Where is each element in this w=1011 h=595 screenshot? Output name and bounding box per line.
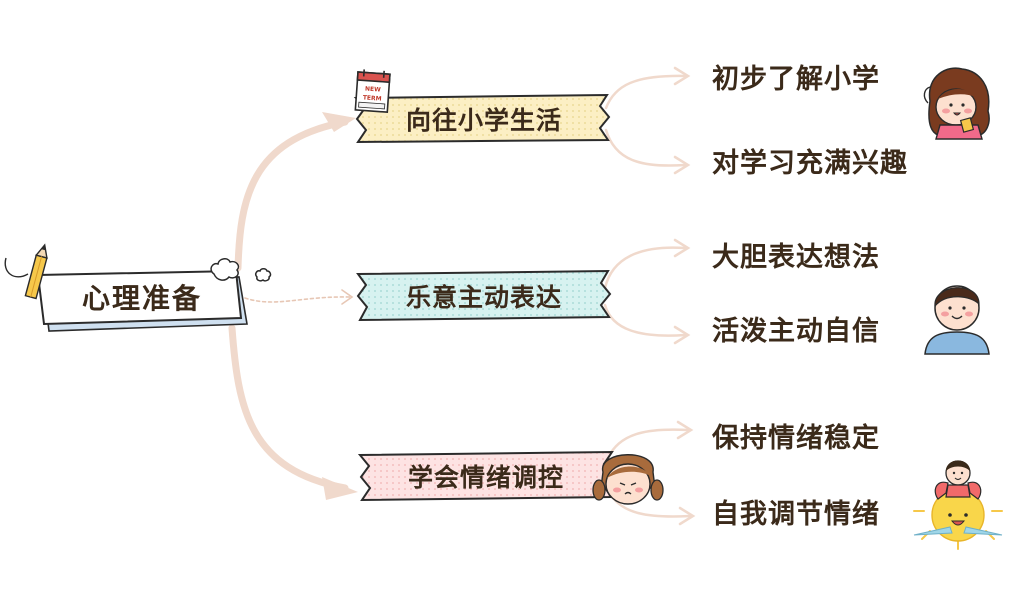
connector-b1-leaf2 — [604, 128, 687, 167]
svg-text:TERM: TERM — [363, 94, 382, 102]
root-label: 心理准备 — [82, 282, 202, 315]
branch-1-tape — [353, 93, 611, 144]
pencil-icon — [24, 243, 48, 300]
leaf-3-2: 自我调节情绪 — [712, 498, 880, 530]
pencil-swirl — [4, 257, 29, 278]
leaf-group-3: 保持情绪稳定 自我调节情绪 — [711, 422, 880, 530]
connector-root-branch2 — [244, 296, 351, 303]
connector-root-branch1 — [234, 118, 349, 272]
connector-b2-leaf1 — [603, 246, 687, 290]
calendar-icon: NEW TERM — [354, 69, 391, 113]
boy-avatar-icon — [924, 285, 990, 355]
girl-avatar-icon — [923, 67, 990, 140]
cloud-icon — [210, 258, 272, 282]
connectors — [228, 66, 696, 526]
connector-b3-leaf1 — [606, 428, 690, 460]
arrowhead-branch3 — [322, 477, 358, 500]
branch-2-tape — [356, 269, 612, 322]
branch-1-label: 向往小学生活 — [406, 106, 562, 135]
leaf-1-2: 对学习充满兴趣 — [712, 147, 908, 179]
branch-node-2: 乐意主动表达 — [356, 269, 612, 322]
connector-root-branch3 — [228, 324, 349, 492]
root-node: 心理准备 — [36, 269, 248, 332]
branch-3-label: 学会情绪调控 — [408, 463, 564, 492]
cheering-kid-icon — [913, 460, 1003, 550]
leaf-2-1: 大胆表达想法 — [712, 242, 880, 273]
root-box — [36, 269, 243, 326]
connector-b2-leaf2 — [603, 303, 687, 337]
leaf-2-2: 活泼主动自信 — [712, 315, 880, 347]
arrowhead-branch1 — [322, 112, 356, 132]
leaf-3-1: 保持情绪稳定 — [711, 422, 880, 454]
leaf-group-1: 初步了解小学 对学习充满兴趣 — [712, 63, 908, 179]
branch-node-1: 向往小学生活 — [353, 93, 611, 144]
svg-text:NEW: NEW — [365, 86, 382, 94]
leaf-1-1: 初步了解小学 — [712, 63, 880, 95]
girl-pigtails-icon — [592, 454, 664, 505]
branch-2-label: 乐意主动表达 — [406, 283, 562, 312]
leaf-group-2: 大胆表达想法 活泼主动自信 — [712, 242, 880, 347]
connector-b1-leaf1 — [604, 74, 687, 110]
branch-node-3: 学会情绪调控 — [357, 450, 615, 502]
arrowhead-branch2 — [341, 289, 354, 305]
